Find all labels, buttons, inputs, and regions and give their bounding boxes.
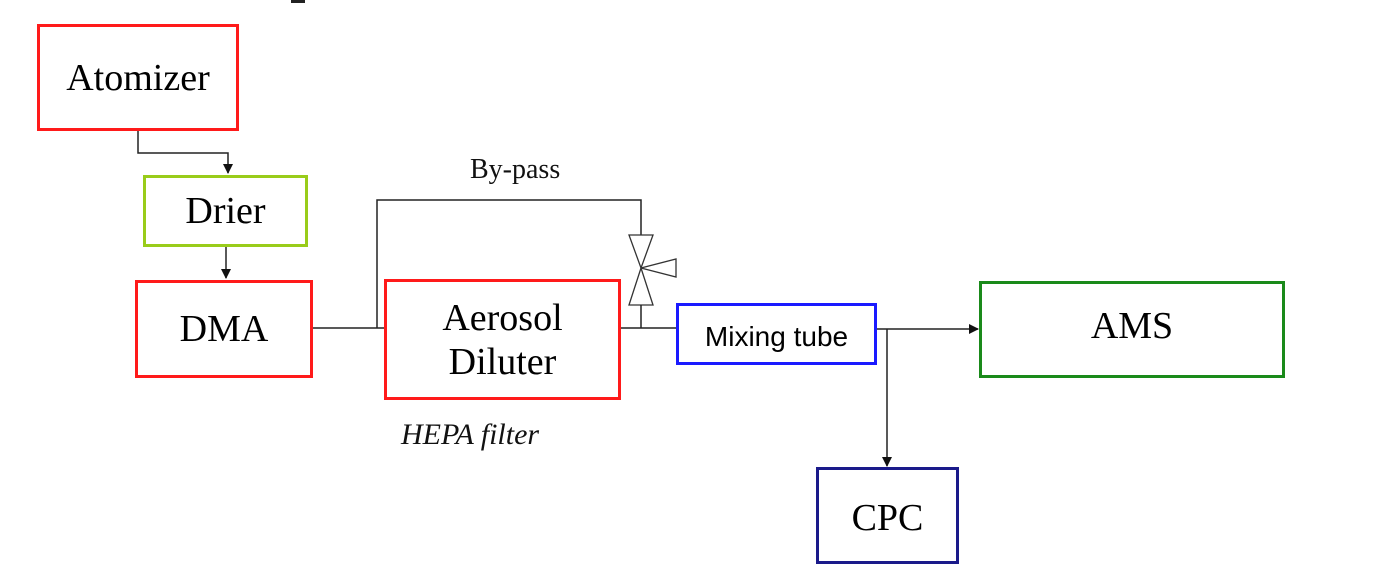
hepa-filter-label: HEPA filter	[401, 418, 540, 451]
node-atomizer[interactable]: Atomizer	[37, 24, 239, 131]
needle-valve-icon[interactable]	[628, 234, 677, 306]
node-mixing-tube-label: Mixing tube	[704, 321, 849, 352]
node-ams-label: AMS	[1090, 304, 1174, 347]
node-ams[interactable]: AMS	[979, 281, 1285, 378]
node-diluter-line2: Diluter	[448, 340, 557, 383]
node-drier[interactable]: Drier	[143, 175, 308, 247]
node-aerosol-diluter[interactable]: Aerosol Diluter	[384, 279, 621, 400]
bypass-label: By-pass	[470, 154, 561, 185]
edge-atomizer-drier	[137, 130, 233, 174]
node-cpc[interactable]: CPC	[816, 467, 959, 564]
node-mixing-tube[interactable]: Mixing tube	[676, 303, 877, 365]
node-atomizer-label: Atomizer	[66, 56, 210, 99]
node-dma[interactable]: DMA	[135, 280, 313, 378]
edge-bypass	[376, 199, 642, 328]
node-diluter-line1: Aerosol	[442, 296, 563, 339]
node-drier-label: Drier	[185, 190, 266, 232]
top-mark	[291, 0, 305, 3]
node-dma-label: DMA	[179, 308, 269, 350]
node-cpc-label: CPC	[851, 496, 924, 539]
